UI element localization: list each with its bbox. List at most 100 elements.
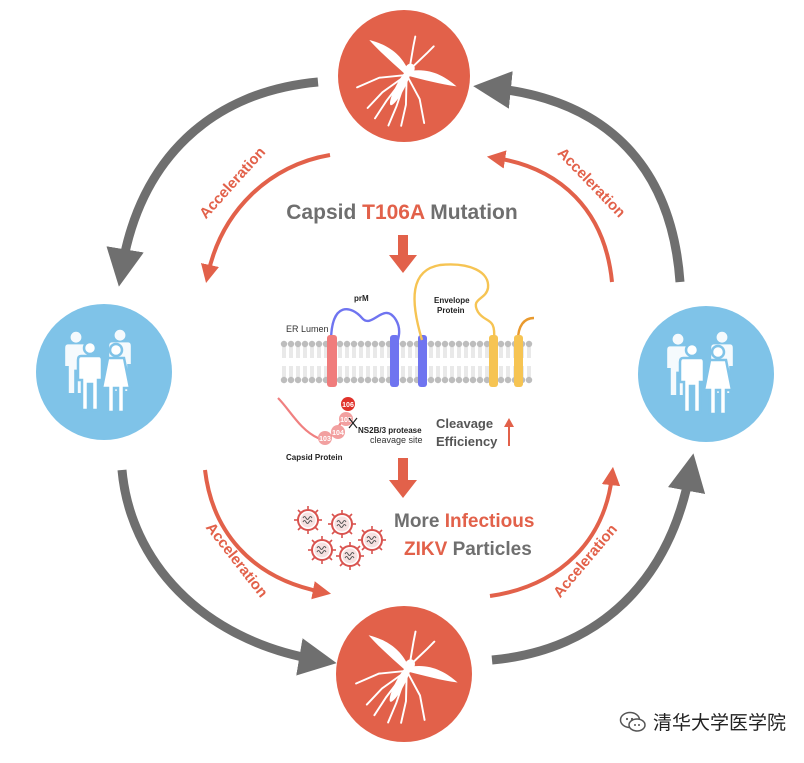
watermark: 清华大学医学院 [619,708,786,735]
virion-icon [357,525,387,555]
lipid-head [336,365,344,384]
human-node-left [36,304,172,440]
residue-103: 103 [318,431,332,445]
lipid-head [476,365,484,384]
lipid-head [287,365,295,384]
lipid-head [469,340,477,359]
envelope-label-line2: Protein [437,306,465,315]
lipid-head [434,340,442,359]
grey-arrow-bottom-right [491,453,706,665]
envelope-transmembrane-1 [489,335,498,387]
virion-icon [293,505,323,535]
red-arrow-top-right [486,150,614,283]
virion-icon [327,509,357,539]
prm-transmembrane-1 [390,335,399,387]
headline-prefix: Capsid [286,201,356,224]
er-membrane: ER Lumen prM Envelope Protein 106 105 10… [277,263,535,462]
lipid-head [399,365,407,384]
lipid-head [441,365,449,384]
cleavage-label-line2: Efficiency [436,434,498,449]
human-node-right [638,306,774,442]
lipid-head [469,365,477,384]
lipid-head [364,365,372,384]
lipid-head [455,340,463,359]
envelope-label-line1: Envelope [434,296,470,305]
lipid-head [308,365,316,384]
lipid-head [462,340,470,359]
grey-arrow-top-left [106,77,319,287]
result-line1: More Infectious [394,511,534,532]
lipid-head [336,340,344,359]
result-particles: Particles [453,539,532,560]
virion-icon [307,535,337,565]
result-line2: ZIKV Particles [404,539,532,560]
grey-arrow-top-right [473,71,685,283]
lipid-head [448,365,456,384]
lipid-head [378,340,386,359]
virion-cluster [293,505,387,571]
result-zikv: ZIKV [404,539,448,560]
lipid-head [427,365,435,384]
mutation-headline: Capsid T106A Mutation [286,201,517,224]
result-more: More [394,511,439,532]
lipid-head [434,365,442,384]
lipid-head [371,340,379,359]
residue-106: 106 [341,397,355,411]
lipid-head [294,340,302,359]
lipid-head [350,365,358,384]
mosquito-node-top [337,10,470,147]
lipid-head [455,365,463,384]
red-arrow-bottom-right [489,466,621,598]
protease-label-line1: NS2B/3 protease [358,426,422,435]
svg-text:103: 103 [319,436,331,443]
lipid-head [315,340,323,359]
lipid-head [378,365,386,384]
lipid-head [448,340,456,359]
acceleration-label-bottom-left: Acceleration [202,520,271,601]
residue-104: 104 [331,425,345,439]
acceleration-label-bottom-right: Acceleration [550,521,621,601]
capsid-protein-label: Capsid Protein [286,453,343,462]
svg-text:105: 105 [340,417,352,424]
lipid-head [497,340,505,359]
svg-text:106: 106 [342,402,354,409]
lipid-head [357,365,365,384]
acceleration-label-top-left: Acceleration [196,144,269,222]
up-arrow-icon [504,418,514,446]
cleavage-label-line1: Cleavage [436,416,493,431]
headline-suffix: Mutation [430,201,517,224]
lipid-head [504,340,512,359]
lipid-head [343,340,351,359]
watermark-text: 清华大学医学院 [652,712,786,734]
outer-cycle-arrows [106,71,706,676]
lipid-head [301,340,309,359]
lipid-head [301,365,309,384]
envelope-protein [413,263,496,341]
envelope-transmembrane-2 [514,335,523,387]
lipid-head [364,340,372,359]
red-arrow-bottom-left [203,469,332,600]
lipid-head [525,365,533,384]
svg-text:104: 104 [332,430,344,437]
scissors-icon [348,417,358,429]
down-arrow-top [389,235,417,273]
lipid-head [504,365,512,384]
lipid-head [406,340,414,359]
mosquito-node-bottom [335,606,472,744]
grey-arrow-bottom-left [117,469,337,676]
prm-label: prM [354,294,369,303]
lipid-head [462,365,470,384]
lipid-head [441,340,449,359]
red-arrow-top-left [200,153,331,283]
lipid-head [525,340,533,359]
acceleration-label-top-right: Acceleration [554,145,629,222]
lipid-head [350,340,358,359]
lipid-head [343,365,351,384]
lipid-head [280,365,288,384]
down-arrow-bottom [389,458,417,498]
lipid-head [476,340,484,359]
lipid-head [308,340,316,359]
lipid-head [427,340,435,359]
